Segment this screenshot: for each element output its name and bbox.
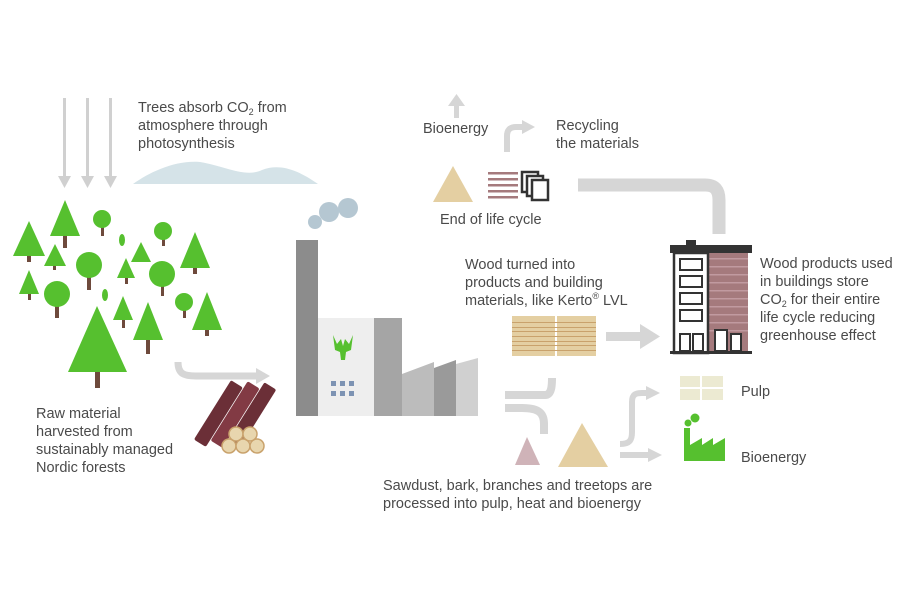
label-sawdust: Sawdust, bark, branches and treetops are… xyxy=(383,477,652,513)
arrow-lumber-to-building xyxy=(606,332,644,341)
sawdust-line2: processed into pulp, heat and bioenergy xyxy=(383,496,641,512)
wood-products-sub: 2 xyxy=(781,299,787,309)
co2-down-arrows xyxy=(58,98,117,188)
trees-absorb-sub: 2 xyxy=(248,107,254,117)
label-trees-absorb: Trees absorb CO2 from atmosphere through… xyxy=(138,99,287,153)
arrow-factory-split xyxy=(505,377,556,399)
label-pulp: Pulp xyxy=(741,384,771,400)
factory-icon xyxy=(296,198,478,416)
hills-shape xyxy=(133,161,318,184)
wood-products-line3: CO2 for their entire xyxy=(760,291,893,309)
recycling-line1: Recycling xyxy=(556,118,619,134)
sawdust-pile xyxy=(558,423,608,467)
wood-turned-line1: Wood turned into xyxy=(465,257,576,273)
label-bioenergy-bottom: Bioenergy xyxy=(741,450,807,466)
arrow-up-bioenergy xyxy=(454,104,459,118)
logs-icon xyxy=(194,380,276,454)
pulp-icon xyxy=(680,376,723,400)
bioenergy-plant-icon xyxy=(684,413,725,461)
arrow-to-bioenergy xyxy=(620,452,650,458)
arrow-building-to-recycling xyxy=(578,178,726,234)
raw-material-line3: sustainably managed xyxy=(36,442,174,458)
kerto-lumber-icon xyxy=(512,316,596,356)
bark-pile xyxy=(515,437,540,465)
wood-products-entire: for their entire xyxy=(786,292,881,308)
trees-absorb-line1: Trees absorb CO2 from xyxy=(138,99,287,117)
recycling-line2: the materials xyxy=(556,136,640,152)
wood-products-line1: Wood products used xyxy=(760,256,893,272)
wood-turned-kerto: materials, like Kerto xyxy=(465,293,593,309)
trees-absorb-from: from xyxy=(253,100,287,116)
end-of-life-planks-icon xyxy=(488,170,550,202)
wood-products-line2: in buildings store xyxy=(760,274,869,290)
wood-turned-registered: ® xyxy=(592,291,599,301)
label-end-of-life: End of life cycle xyxy=(440,212,542,228)
label-raw-material: Raw material harvested from sustainably … xyxy=(36,405,173,477)
sawdust-line1: Sawdust, bark, branches and treetops are xyxy=(383,478,653,494)
arrow-recycling xyxy=(504,124,524,152)
trees-absorb-line2: atmosphere through xyxy=(138,118,268,134)
trees-absorb-line3: photosynthesis xyxy=(138,136,235,152)
forest-icon xyxy=(13,200,222,388)
raw-material-line4: Nordic forests xyxy=(36,460,126,476)
building-icon xyxy=(670,240,752,355)
wood-products-co: CO xyxy=(760,292,782,308)
label-wood-turned: Wood turned into products and building m… xyxy=(465,256,628,310)
arrow-to-pulp xyxy=(619,390,648,447)
moose-logo-icon xyxy=(333,335,353,360)
trees-absorb-co: Trees absorb CO xyxy=(138,100,249,116)
wood-products-line4: life cycle reducing xyxy=(760,310,876,326)
end-of-life-pile xyxy=(433,166,473,202)
wood-turned-lvl: LVL xyxy=(598,293,628,309)
wood-turned-line2: products and building xyxy=(465,275,603,291)
raw-material-line2: harvested from xyxy=(36,424,133,440)
label-bioenergy-top: Bioenergy xyxy=(423,121,489,137)
wood-products-line5: greenhouse effect xyxy=(760,328,876,344)
label-recycling: Recycling the materials xyxy=(556,117,639,153)
wood-turned-line3: materials, like Kerto® LVL xyxy=(465,292,628,310)
arrow-forest-to-factory xyxy=(174,361,258,380)
raw-material-line1: Raw material xyxy=(36,406,121,422)
label-wood-products: Wood products used in buildings store CO… xyxy=(760,255,893,345)
